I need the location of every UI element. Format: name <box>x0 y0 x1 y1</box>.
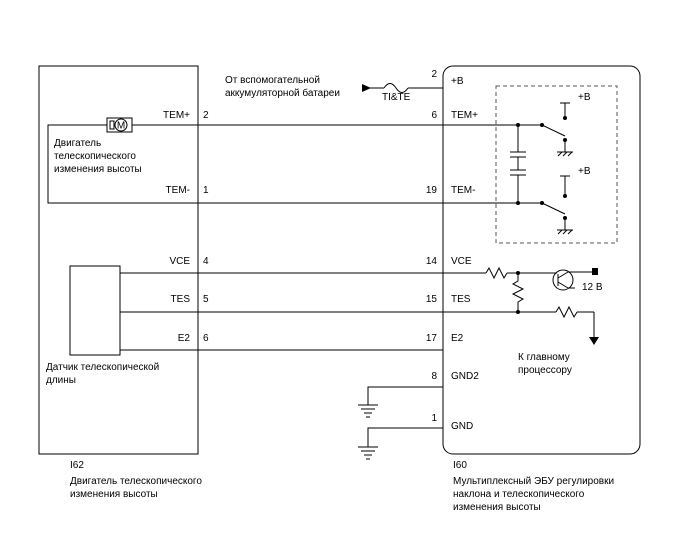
ground-icon <box>358 404 378 418</box>
left-component-id: I62 <box>70 460 84 471</box>
left-pin-name: E2 <box>178 333 191 344</box>
voltage-label: 12 В <box>582 282 603 293</box>
feed-arrow <box>362 84 371 92</box>
right-pin-name: E2 <box>451 333 464 344</box>
fuse-label: TI&TE <box>382 92 411 103</box>
cpu-label-2: процессору <box>518 365 572 376</box>
left-component-box <box>38 65 199 455</box>
pin-name: +B <box>451 76 464 87</box>
motor-symbol-label: M <box>117 121 125 132</box>
motor-icon <box>106 117 133 133</box>
left-pin-number: 5 <box>203 294 209 305</box>
left-pin-number: 4 <box>203 256 209 267</box>
cpu-label-1: К главному <box>518 352 570 363</box>
voltage-terminal <box>592 268 598 275</box>
right-pin-name: TES <box>451 294 471 305</box>
right-pin-name: TEM- <box>451 185 475 196</box>
left-caption-1: Двигатель телескопического <box>70 476 202 487</box>
relay-box <box>495 85 618 244</box>
motor-label-1: Двигатель <box>54 138 101 149</box>
left-pin-name: TEM- <box>166 185 190 196</box>
left-pin-name: TES <box>171 294 191 305</box>
wires <box>47 87 443 447</box>
power-source-label-2: аккумуляторной батареи <box>225 87 340 99</box>
ground-icon <box>358 446 378 460</box>
ground-pin-name: GND2 <box>451 371 479 382</box>
right-caption-2: наклона и телескопического <box>453 489 585 500</box>
sensor-box <box>69 265 121 356</box>
right-pin-number: 17 <box>426 333 438 344</box>
right-pin-number: 15 <box>426 294 438 305</box>
ground-pin-number: 8 <box>431 371 437 382</box>
ground-pin-number: 1 <box>431 413 437 424</box>
left-pin-name: TEM+ <box>163 110 190 121</box>
relay-plus-b-label: +B <box>578 166 591 177</box>
right-pin-number: 6 <box>431 110 437 121</box>
power-source-label-1: От вспомогательной <box>225 75 320 86</box>
left-pin-number: 6 <box>203 333 209 344</box>
junction-dots <box>516 271 520 314</box>
right-caption-3: изменения высоты <box>453 502 541 513</box>
left-pin-number: 2 <box>203 110 209 121</box>
left-pin-number: 1 <box>203 185 209 196</box>
cpu-arrow <box>589 337 599 345</box>
right-component-id: I60 <box>453 460 467 471</box>
left-caption-2: изменения высоты <box>70 489 158 500</box>
pin-number: 2 <box>431 69 437 80</box>
sensor-label-1: Датчик телескопической <box>46 362 159 373</box>
relay-circuit <box>443 102 573 235</box>
sensor-circuit <box>443 266 595 337</box>
right-component-box <box>442 65 641 455</box>
left-pin-name: VCE <box>169 256 190 267</box>
motor-label-2: телескопического <box>54 151 136 162</box>
relay-plus-b-label: +B <box>578 92 591 103</box>
motor-label-3: изменения высоты <box>54 164 142 175</box>
right-pin-number: 14 <box>426 256 438 267</box>
sensor-label-2: длины <box>46 375 76 386</box>
relay-contacts <box>516 116 567 220</box>
right-pin-name: VCE <box>451 256 472 267</box>
right-pin-number: 19 <box>426 185 438 196</box>
right-caption-1: Мультиплексный ЭБУ регулировки <box>453 476 614 487</box>
ground-pin-name: GND <box>451 421 473 432</box>
right-pin-name: TEM+ <box>451 110 478 121</box>
fuse-icon <box>383 83 409 93</box>
